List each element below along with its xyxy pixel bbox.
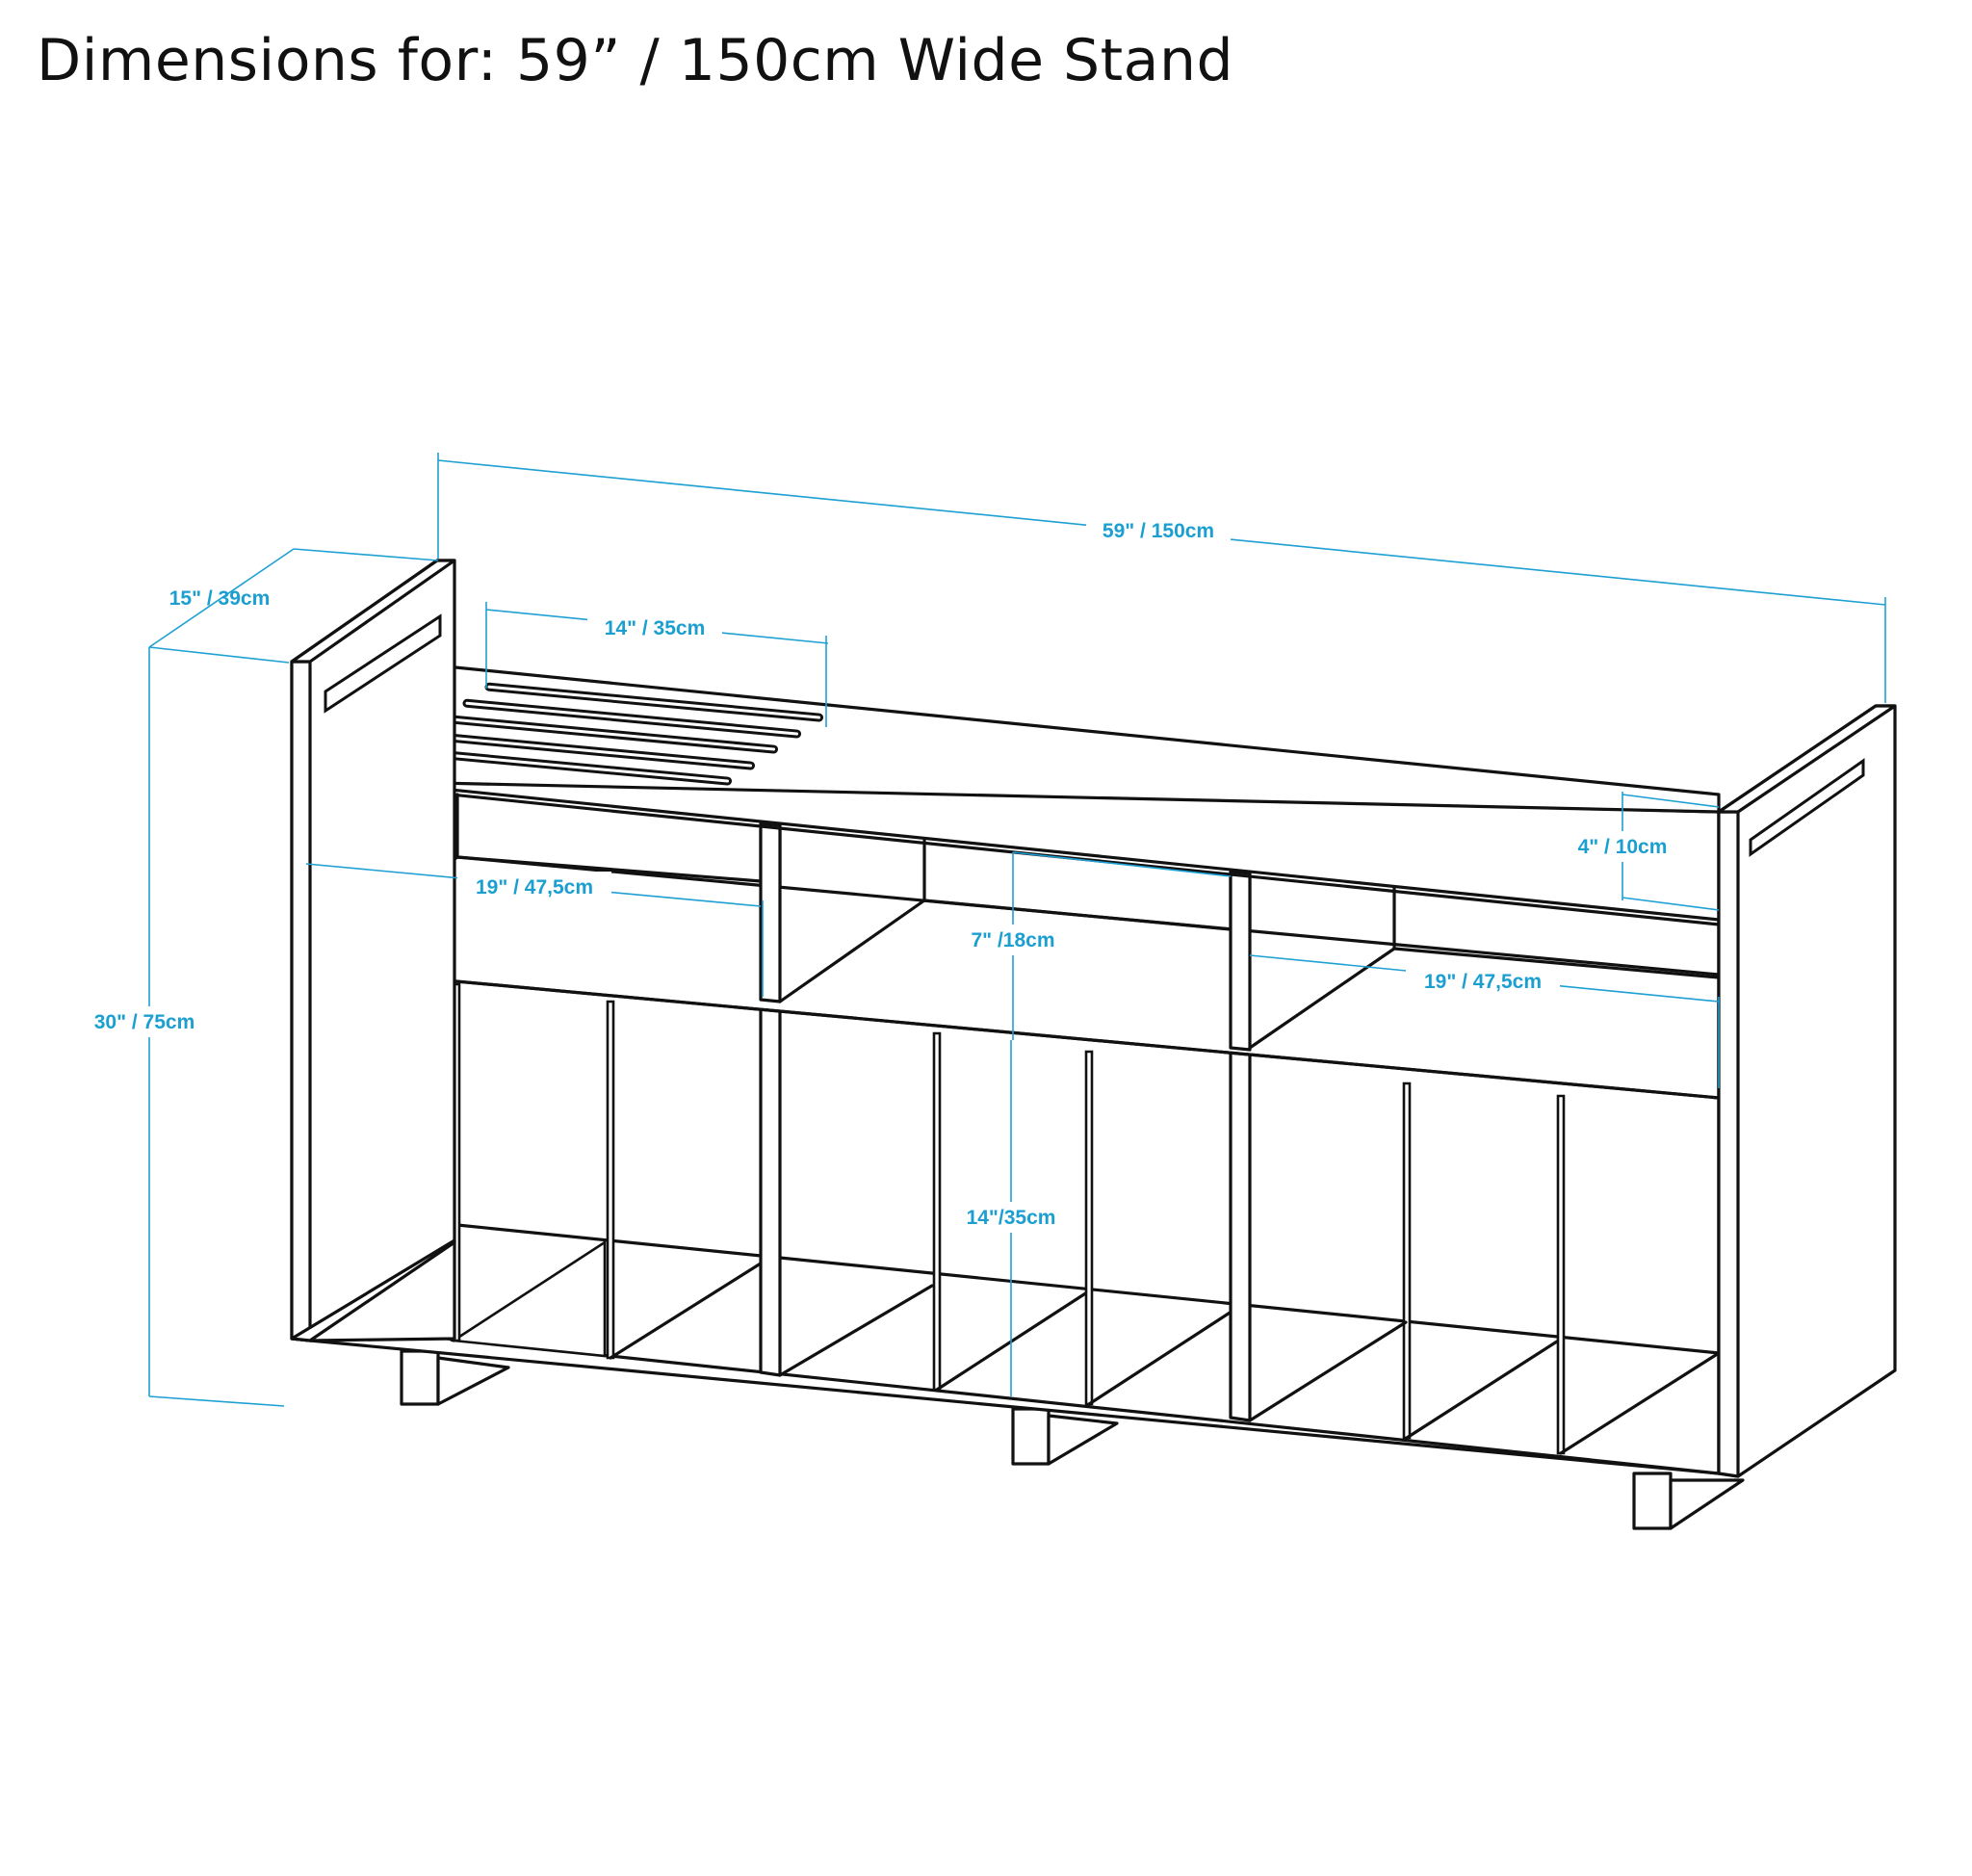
height-label: 30" / 75cm	[94, 1011, 195, 1033]
upper-gap-label: 4" / 10cm	[1578, 836, 1668, 858]
depth-label: 15" / 39cm	[169, 587, 271, 610]
dimension-labels: 59" / 150cm 15" / 39cm 30" / 75cm 14" / …	[85, 515, 1680, 1233]
shelves	[308, 773, 1721, 1100]
shelf-width-right-label: 19" / 47,5cm	[1424, 971, 1542, 993]
page-title: Dimensions for: 59” / 150cm Wide Stand	[37, 27, 1234, 94]
shelf-width-left-label: 19" / 47,5cm	[476, 876, 593, 899]
record-height-label: 14"/35cm	[967, 1207, 1056, 1229]
left-side-panel	[290, 559, 456, 1342]
middle-height-label: 7" /18cm	[971, 929, 1054, 951]
feet	[400, 1349, 1745, 1530]
slat-length-label: 14" / 35cm	[605, 617, 706, 639]
width-label: 59" / 150cm	[1103, 520, 1214, 542]
right-side-panel	[1717, 704, 1897, 1478]
